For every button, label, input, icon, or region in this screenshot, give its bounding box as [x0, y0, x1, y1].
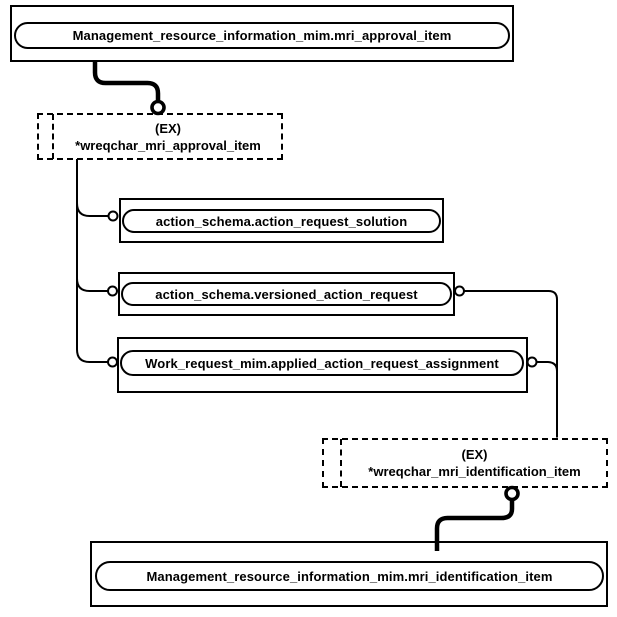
entity-mri-identification-item: Management_resource_information_mim.mri_… — [95, 561, 604, 591]
entity-label: action_schema.action_request_solution — [155, 213, 408, 229]
entity-label: Management_resource_information_mim.mri_… — [72, 28, 452, 43]
select-bar-icon — [52, 114, 54, 159]
circle-terminator-bottom-icon — [504, 485, 520, 502]
thick-link-bottom — [434, 500, 515, 551]
branch-to-versioned — [76, 278, 108, 292]
circle-applied-right-icon — [526, 356, 538, 368]
branch-to-solution — [76, 202, 108, 217]
pageref-mri-approval-item: Management_resource_information_mim.mri_… — [10, 5, 514, 62]
entity-mri-approval-item: Management_resource_information_mim.mri_… — [14, 22, 510, 49]
pageref-action-request-solution: action_schema.action_request_solution — [119, 198, 444, 243]
select-tag: (EX) — [155, 120, 181, 136]
select-wreqchar-mri-identification-item: (EX) *wreqchar_mri_identification_item — [322, 438, 608, 488]
link-versioned-to-ident — [464, 290, 558, 438]
circle-versioned-right-icon — [454, 285, 465, 297]
spine-approval-select — [76, 159, 108, 363]
circle-terminator-top-icon — [150, 99, 166, 116]
entity-versioned-action-request: action_schema.versioned_action_request — [121, 282, 452, 306]
entity-action-request-solution: action_schema.action_request_solution — [122, 209, 441, 233]
select-label: *wreqchar_mri_identification_item — [368, 464, 581, 479]
thick-link-top — [92, 61, 161, 101]
link-applied-to-ident — [536, 361, 558, 372]
entity-applied-action-request-assignment: Work_request_mim.applied_action_request_… — [120, 350, 524, 376]
select-bar-icon — [340, 439, 342, 487]
entity-label: action_schema.versioned_action_request — [155, 286, 418, 302]
entity-label: Work_request_mim.applied_action_request_… — [145, 355, 499, 371]
pageref-applied-action-request-assignment: Work_request_mim.applied_action_request_… — [117, 337, 528, 393]
circle-applied-left-icon — [107, 356, 118, 368]
circle-versioned-left-icon — [107, 285, 118, 297]
select-wreqchar-mri-approval-item: (EX) *wreqchar_mri_approval_item — [37, 113, 283, 160]
select-tag: (EX) — [461, 447, 488, 462]
select-label: *wreqchar_mri_approval_item — [75, 137, 261, 153]
entity-label: Management_resource_information_mim.mri_… — [146, 568, 553, 584]
circle-solution-left-icon — [107, 210, 119, 222]
pageref-versioned-action-request: action_schema.versioned_action_request — [118, 272, 455, 316]
pageref-mri-identification-item: Management_resource_information_mim.mri_… — [90, 541, 608, 607]
